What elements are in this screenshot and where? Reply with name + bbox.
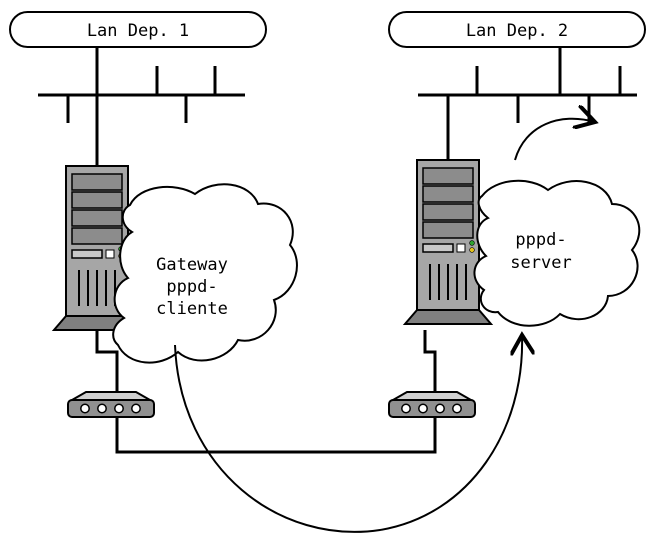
cloud-1-line-1: Gateway [156,255,228,275]
lan-2-oval [388,11,646,48]
cloud-2-line-1: pppd- [515,230,566,250]
cloud-2-shape [473,179,641,327]
lan-2: Lan Dep. 2 [388,11,646,166]
lan-1-label: Lan Dep. 1 [87,21,189,41]
modem-2-icon [388,391,476,418]
modem-1-icon [67,391,155,418]
lan-1: Lan Dep. 1 [9,11,267,166]
cloud-1-line-2: pppd- [166,277,217,297]
lan-1-oval [9,11,267,48]
route-to-lan-arrow [514,119,595,161]
cloud-1-shape [112,183,298,364]
lan-2-label: Lan Dep. 2 [466,21,568,41]
gateway-cloud: Gateway pppd- cliente [112,183,298,364]
server-cloud: pppd- server [473,179,641,327]
cloud-2-line-2: server [510,253,571,273]
cloud-1-line-3: cliente [156,299,228,319]
ppp-connection-arrow [174,335,522,533]
modem-cabling [95,330,437,454]
